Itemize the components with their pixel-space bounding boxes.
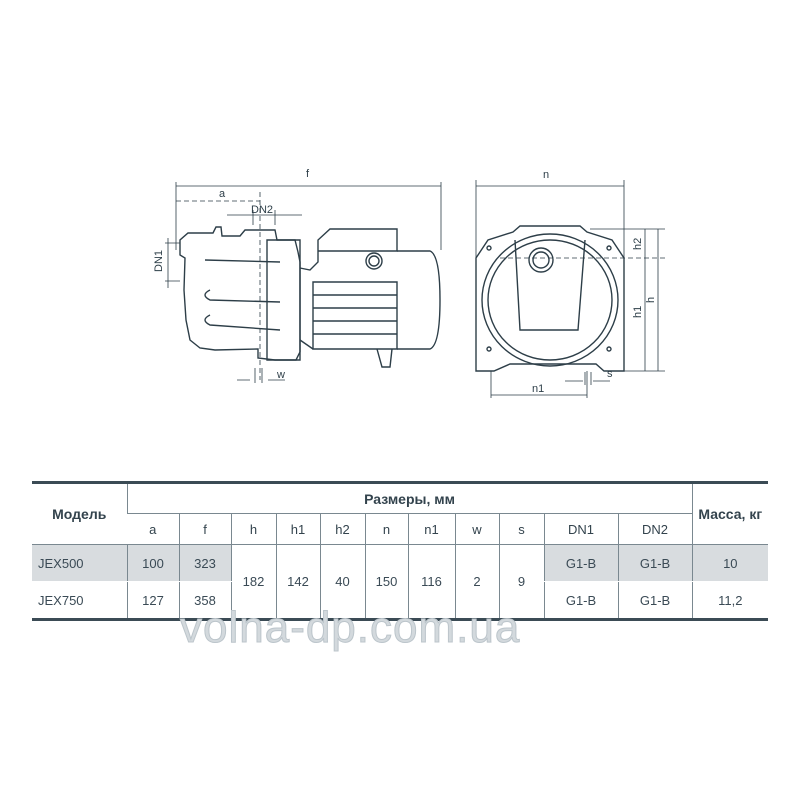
dim-a-label: a xyxy=(219,188,226,200)
cell-h: 182 xyxy=(230,544,276,620)
col-dn1: DN1 xyxy=(543,513,618,545)
cell-f: 358 xyxy=(178,581,231,620)
cell-model: JEX500 xyxy=(32,544,127,582)
cell-dn2: G1-B xyxy=(617,581,693,620)
front-view-dimensions xyxy=(475,180,668,398)
col-dn2: DN2 xyxy=(617,513,693,545)
col-n1: n1 xyxy=(407,513,455,545)
col-f: f xyxy=(178,513,231,545)
dim-dn2-label: DN2 xyxy=(251,204,273,216)
dim-n-label: n xyxy=(543,169,549,181)
cell-dn1: G1-B xyxy=(543,544,618,582)
cell-mass: 11,2 xyxy=(691,581,768,620)
header-model: Модель xyxy=(32,482,127,545)
col-w: w xyxy=(454,513,499,545)
cell-s: 9 xyxy=(498,544,544,620)
cell-mass: 10 xyxy=(691,544,768,582)
watermark: volna-dp.com.ua xyxy=(179,603,521,653)
table-row: JEX500 100 323 182 142 40 150 116 2 9 G1… xyxy=(32,544,768,620)
dim-w-label: w xyxy=(276,369,285,381)
col-n: n xyxy=(364,513,408,545)
cell-dn1: G1-B xyxy=(543,581,618,620)
col-s: s xyxy=(498,513,544,545)
pump-side-view xyxy=(179,226,441,368)
dim-h1-label: h1 xyxy=(632,306,644,318)
col-h1: h1 xyxy=(275,513,320,545)
dim-s-label: s xyxy=(607,368,613,380)
dim-f-label: f xyxy=(306,168,310,180)
col-a: a xyxy=(127,513,179,545)
dim-n1-label: n1 xyxy=(532,383,544,395)
cell-n1: 116 xyxy=(407,544,455,620)
cell-h2: 40 xyxy=(319,544,365,620)
cell-h1: 142 xyxy=(275,544,320,620)
cell-f: 323 xyxy=(178,544,231,582)
pump-dimension-drawing: f a DN2 DN1 w n h2 h1 h n1 s xyxy=(153,168,668,398)
header-mass: Масса, кг xyxy=(691,482,768,545)
cell-dn2: G1-B xyxy=(617,544,693,582)
col-h: h xyxy=(230,513,276,545)
cell-model: JEX750 xyxy=(38,592,84,608)
side-view-dimensions xyxy=(165,182,442,383)
dim-h-label: h xyxy=(645,297,657,303)
cell-a: 100 xyxy=(126,544,179,582)
dimensions-table: Модель Размеры, мм Масса, кг a f h h1 h2… xyxy=(32,481,768,621)
cell-a: 127 xyxy=(126,581,179,620)
cell-w: 2 xyxy=(454,544,499,620)
dim-dn1-label: DN1 xyxy=(153,250,165,272)
table-row: JEX750 127 358 G1-B G1-B 11,2 xyxy=(32,581,768,620)
header-dimensions: Размеры, мм xyxy=(126,482,693,514)
dim-h2-label: h2 xyxy=(632,238,644,250)
cell-n: 150 xyxy=(364,544,408,620)
col-h2: h2 xyxy=(319,513,365,545)
pump-front-view xyxy=(475,225,625,372)
